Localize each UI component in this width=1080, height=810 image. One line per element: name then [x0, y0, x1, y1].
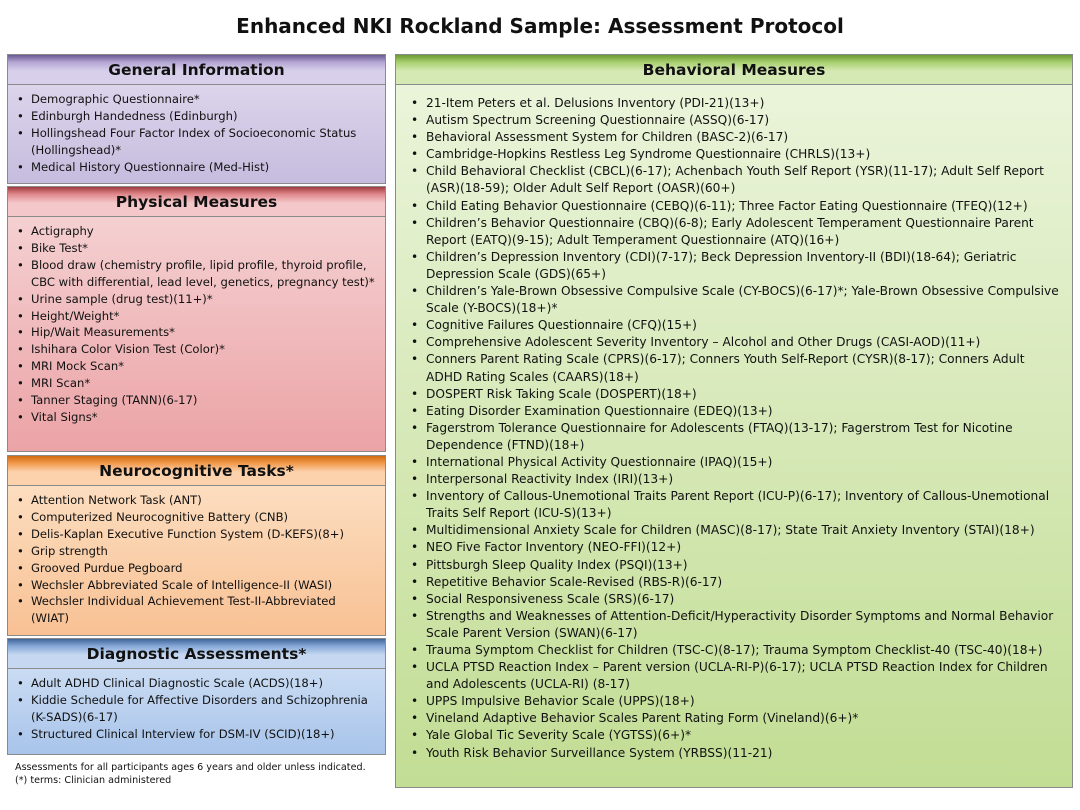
list-item: Comprehensive Adolescent Severity Invent…: [410, 334, 1062, 351]
list-item: Edinburgh Handedness (Edinburgh): [16, 108, 377, 125]
physical-measures-header: Physical Measures: [8, 187, 385, 217]
list-item: Children’s Behavior Questionnaire (CBQ)(…: [410, 215, 1062, 249]
list-item: Grip strength: [16, 543, 377, 560]
list-item: Children’s Depression Inventory (CDI)(7-…: [410, 249, 1062, 283]
list-item: Interpersonal Reactivity Index (IRI)(13+…: [410, 471, 1062, 488]
general-information-panel: General Information Demographic Question…: [7, 54, 386, 184]
list-item: Inventory of Callous-Unemotional Traits …: [410, 488, 1062, 522]
list-item: Social Responsiveness Scale (SRS)(6-17): [410, 591, 1062, 608]
list-item: Grooved Purdue Pegboard: [16, 560, 377, 577]
list-item: Attention Network Task (ANT): [16, 492, 377, 509]
list-item: UPPS Impulsive Behavior Scale (UPPS)(18+…: [410, 693, 1062, 710]
diagnostic-assessments-header: Diagnostic Assessments*: [8, 639, 385, 669]
list-item: Pittsburgh Sleep Quality Index (PSQI)(13…: [410, 557, 1062, 574]
footnote-age-note: Assessments for all participants ages 6 …: [15, 762, 366, 773]
list-item: Medical History Questionnaire (Med-Hist): [16, 159, 377, 176]
list-item: Actigraphy: [16, 223, 377, 240]
list-item: UCLA PTSD Reaction Index – Parent versio…: [410, 659, 1062, 693]
list-item: Wechsler Individual Achievement Test-II-…: [16, 593, 377, 627]
physical-measures-list: ActigraphyBike Test*Blood draw (chemistr…: [8, 217, 385, 426]
list-item: Repetitive Behavior Scale-Revised (RBS-R…: [410, 574, 1062, 591]
list-item: Wechsler Abbreviated Scale of Intelligen…: [16, 577, 377, 594]
behavioral-measures-list: 21-Item Peters et al. Delusions Inventor…: [396, 85, 1072, 762]
general-information-header: General Information: [8, 55, 385, 85]
list-item: Urine sample (drug test)(11+)*: [16, 291, 377, 308]
neurocognitive-tasks-list: Attention Network Task (ANT)Computerized…: [8, 486, 385, 627]
list-item: Adult ADHD Clinical Diagnostic Scale (AC…: [16, 675, 377, 692]
list-item: Vineland Adaptive Behavior Scales Parent…: [410, 710, 1062, 727]
list-item: Ishihara Color Vision Test (Color)*: [16, 341, 377, 358]
list-item: Conners Parent Rating Scale (CPRS)(6-17)…: [410, 351, 1062, 385]
page-title: Enhanced NKI Rockland Sample: Assessment…: [236, 14, 844, 38]
list-item: Multidimensional Anxiety Scale for Child…: [410, 522, 1062, 539]
list-item: Autism Spectrum Screening Questionnaire …: [410, 112, 1062, 129]
diagnostic-assessments-panel: Diagnostic Assessments* Adult ADHD Clini…: [7, 638, 386, 755]
list-item: Cambridge-Hopkins Restless Leg Syndrome …: [410, 146, 1062, 163]
list-item: Kiddie Schedule for Affective Disorders …: [16, 692, 377, 726]
list-item: Height/Weight*: [16, 308, 377, 325]
physical-measures-panel: Physical Measures ActigraphyBike Test*Bl…: [7, 186, 386, 452]
list-item: Eating Disorder Examination Questionnair…: [410, 403, 1062, 420]
list-item: Strengths and Weaknesses of Attention-De…: [410, 608, 1062, 642]
behavioral-measures-header: Behavioral Measures: [396, 55, 1072, 85]
list-item: Behavioral Assessment System for Childre…: [410, 129, 1062, 146]
list-item: Hollingshead Four Factor Index of Socioe…: [16, 125, 377, 159]
behavioral-measures-panel: Behavioral Measures 21-Item Peters et al…: [395, 54, 1073, 788]
neurocognitive-tasks-panel: Neurocognitive Tasks* Attention Network …: [7, 455, 386, 636]
list-item: Cognitive Failures Questionnaire (CFQ)(1…: [410, 317, 1062, 334]
list-item: Tanner Staging (TANN)(6-17): [16, 392, 377, 409]
list-item: Youth Risk Behavior Surveillance System …: [410, 745, 1062, 762]
list-item: Delis-Kaplan Executive Function System (…: [16, 526, 377, 543]
list-item: Child Behavioral Checklist (CBCL)(6-17);…: [410, 163, 1062, 197]
list-item: Hip/Wait Measurements*: [16, 324, 377, 341]
footnote: Assessments for all participants ages 6 …: [15, 761, 387, 787]
diagnostic-assessments-list: Adult ADHD Clinical Diagnostic Scale (AC…: [8, 669, 385, 743]
list-item: Child Eating Behavior Questionnaire (CEB…: [410, 198, 1062, 215]
list-item: Computerized Neurocognitive Battery (CNB…: [16, 509, 377, 526]
list-item: Bike Test*: [16, 240, 377, 257]
list-item: Demographic Questionnaire*: [16, 91, 377, 108]
list-item: DOSPERT Risk Taking Scale (DOSPERT)(18+): [410, 386, 1062, 403]
list-item: NEO Five Factor Inventory (NEO-FFI)(12+): [410, 539, 1062, 556]
list-item: International Physical Activity Question…: [410, 454, 1062, 471]
footnote-clinician-note: (*) terms: Clinician administered: [15, 775, 172, 786]
list-item: Children’s Yale-Brown Obsessive Compulsi…: [410, 283, 1062, 317]
neurocognitive-tasks-header: Neurocognitive Tasks*: [8, 456, 385, 486]
list-item: Yale Global Tic Severity Scale (YGTSS)(6…: [410, 727, 1062, 744]
list-item: Trauma Symptom Checklist for Children (T…: [410, 642, 1062, 659]
list-item: Fagerstrom Tolerance Questionnaire for A…: [410, 420, 1062, 454]
list-item: MRI Scan*: [16, 375, 377, 392]
list-item: Structured Clinical Interview for DSM-IV…: [16, 726, 377, 743]
list-item: MRI Mock Scan*: [16, 358, 377, 375]
list-item: Vital Signs*: [16, 409, 377, 426]
general-information-list: Demographic Questionnaire*Edinburgh Hand…: [8, 85, 385, 176]
list-item: Blood draw (chemistry profile, lipid pro…: [16, 257, 377, 291]
list-item: 21-Item Peters et al. Delusions Inventor…: [410, 95, 1062, 112]
